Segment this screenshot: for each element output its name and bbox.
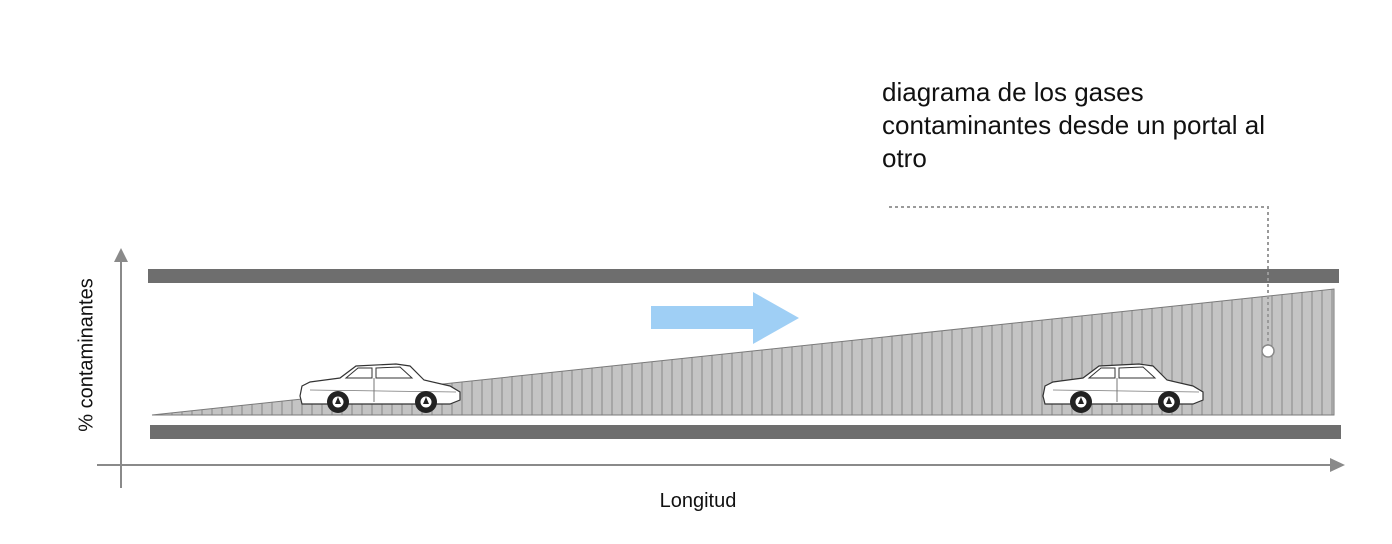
tunnel-ceiling — [148, 269, 1339, 283]
pollution-hatching — [161, 289, 1333, 415]
annotation-line: contaminantes desde un portal al — [882, 110, 1266, 140]
y-axis-arrowhead — [114, 248, 128, 262]
tunnel-floor — [150, 425, 1341, 439]
annotation-leader-line — [889, 206, 1269, 348]
pollution-wedge — [151, 288, 1335, 416]
annotation-text: diagrama de los gases contaminantes desd… — [882, 76, 1352, 175]
x-axis-arrowhead — [1330, 458, 1345, 472]
annotation-line: diagrama de los gases — [882, 77, 1144, 107]
annotation-line: otro — [882, 143, 927, 173]
x-axis-label: Longitud — [659, 490, 737, 512]
arrow-right-icon — [651, 292, 799, 344]
annotation-marker — [1261, 344, 1275, 358]
y-axis-label: % contaminantes — [75, 278, 98, 432]
